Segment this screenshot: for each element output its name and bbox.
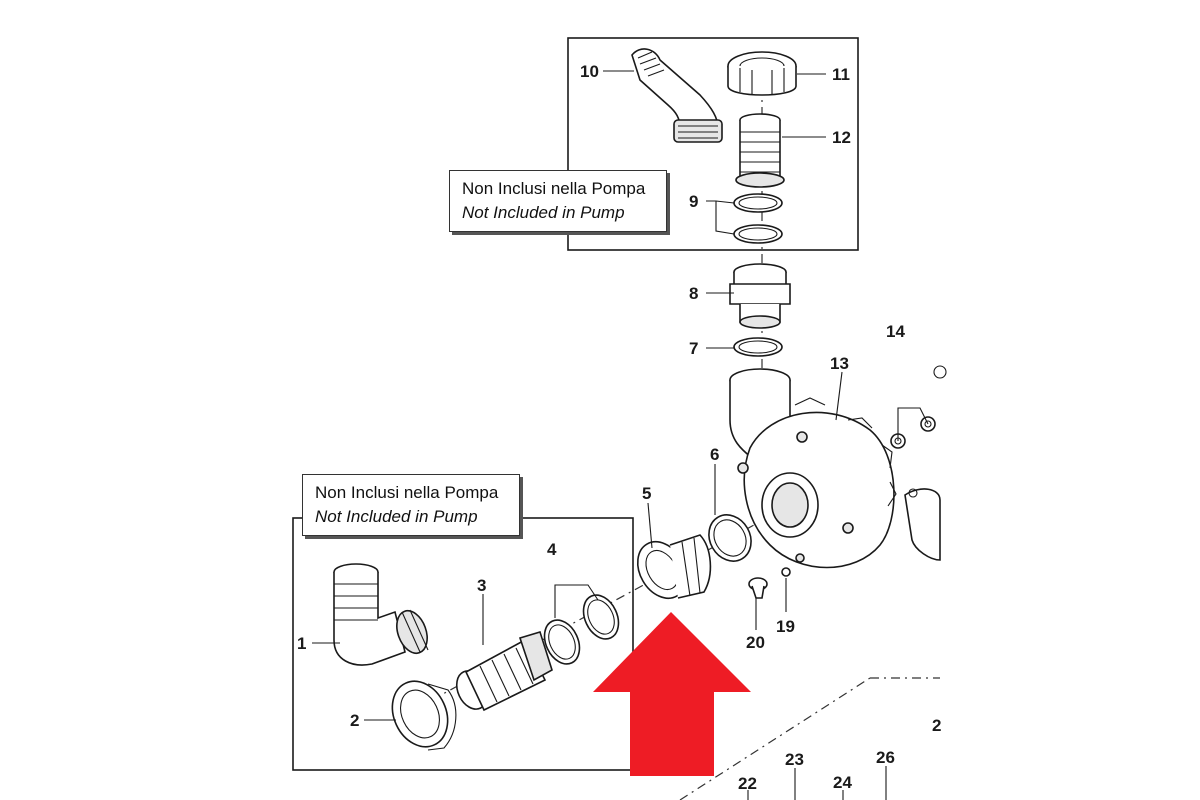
part-11-union-nut xyxy=(727,51,797,96)
callout-14: 14 xyxy=(886,322,905,341)
callout-10: 10 xyxy=(580,62,599,81)
partial-bracket xyxy=(904,365,947,561)
callout-3: 3 xyxy=(477,576,486,595)
callout-5: 5 xyxy=(642,484,651,503)
callout-7: 7 xyxy=(689,339,698,358)
note-box-lower: Non Inclusi nella Pompa Not Included in … xyxy=(302,474,520,536)
note-line-it: Non Inclusi nella Pompa xyxy=(315,483,499,502)
callout-26: 26 xyxy=(876,748,895,767)
callout-22: 22 xyxy=(738,774,757,793)
part-8-adapter xyxy=(729,263,791,329)
part-20-screw xyxy=(748,577,768,599)
part-12-hose-barb xyxy=(735,113,785,188)
part-13-pump-housing xyxy=(729,368,897,569)
part-4-o-rings xyxy=(543,584,620,665)
callout-11: 11 xyxy=(832,65,850,84)
part-9-o-rings xyxy=(733,193,783,244)
callout-19: 19 xyxy=(776,617,795,636)
part-1-elbow xyxy=(333,563,429,666)
note-box-upper: Non Inclusi nella Pompa Not Included in … xyxy=(449,170,667,232)
part-19-washer xyxy=(781,567,791,577)
part-14-nuts xyxy=(890,407,936,449)
part-10-elbow xyxy=(631,48,723,143)
callout-8: 8 xyxy=(689,284,698,303)
indicator-arrow xyxy=(593,612,751,776)
callout-13: 13 xyxy=(830,354,849,373)
part-7-o-ring xyxy=(733,337,783,357)
callout-2: 2 xyxy=(350,711,359,730)
callout-20: 20 xyxy=(746,633,765,652)
section-dash-line xyxy=(679,677,871,800)
part-3-hose-barb xyxy=(455,631,553,712)
callout-partial-2: 2 xyxy=(932,716,941,735)
upper-group-frame xyxy=(567,37,859,251)
callout-24: 24 xyxy=(833,773,852,792)
note-line-en: Not Included in Pump xyxy=(462,203,625,222)
part-6-o-ring xyxy=(708,514,752,562)
callout-9: 9 xyxy=(689,192,698,211)
callout-6: 6 xyxy=(710,445,719,464)
callout-1: 1 xyxy=(297,634,306,653)
leader-lines xyxy=(312,70,887,800)
note-line-it: Non Inclusi nella Pompa xyxy=(462,179,646,198)
callout-4: 4 xyxy=(547,540,557,559)
part-2-union-nut xyxy=(391,680,457,751)
part-5-union xyxy=(636,534,712,600)
callout-12: 12 xyxy=(832,128,851,147)
callout-23: 23 xyxy=(785,750,804,769)
note-line-en: Not Included in Pump xyxy=(315,507,478,526)
